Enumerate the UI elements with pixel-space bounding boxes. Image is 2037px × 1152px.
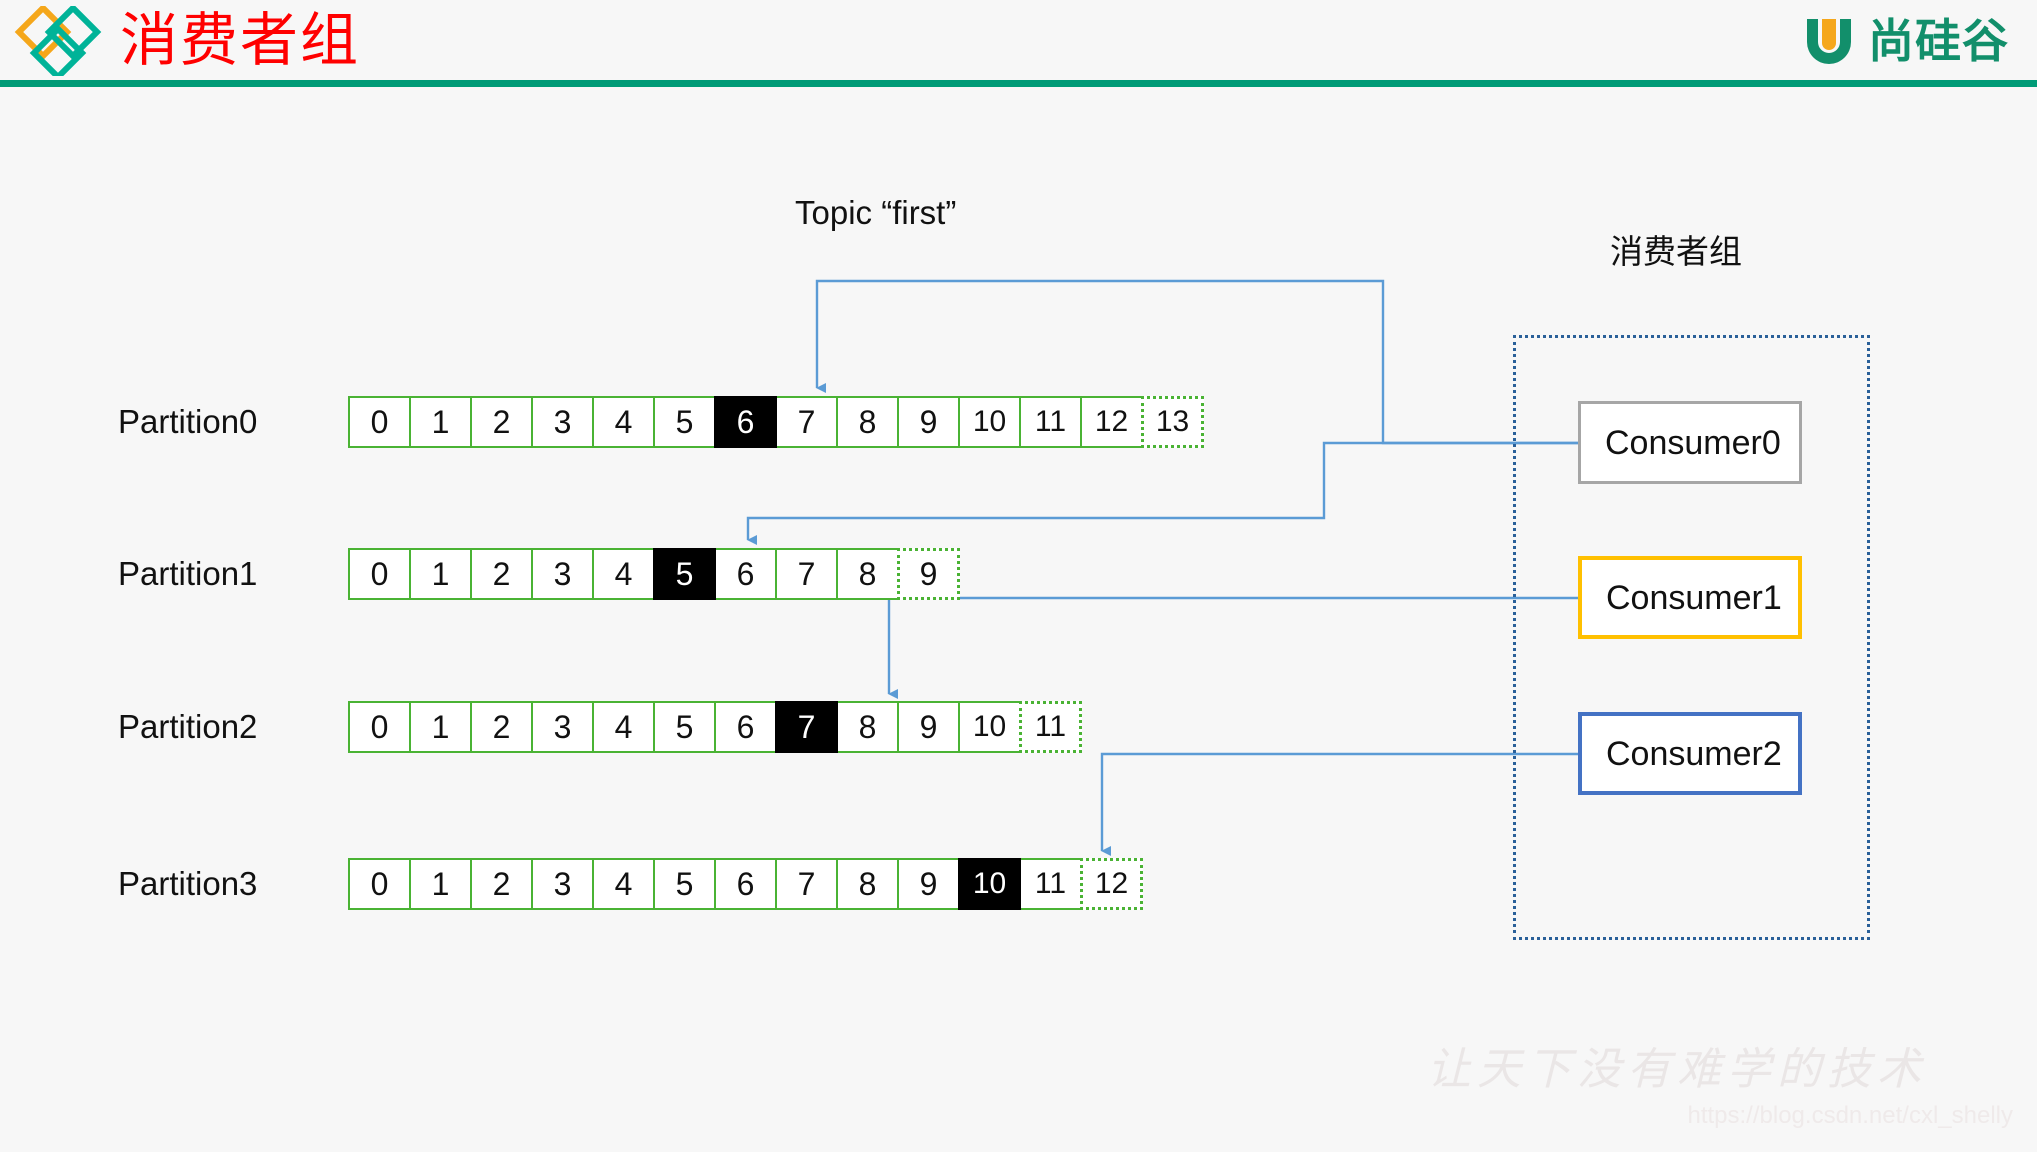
partition-cell: 4 — [592, 701, 655, 753]
partition-cell: 7 — [775, 396, 838, 448]
partition-cell: 9 — [897, 858, 960, 910]
partition-cell: 1 — [409, 548, 472, 600]
consumer-group-label: 消费者组 — [1610, 232, 1742, 271]
diamond-logo-icon — [14, 6, 102, 76]
wire-consumer2-to-partition3 — [1100, 752, 1578, 856]
partition-cell: 9 — [897, 701, 960, 753]
partition-cell: 4 — [592, 396, 655, 448]
partition-cell: 0 — [348, 548, 411, 600]
consumer-box-2[interactable]: Consumer2 — [1578, 712, 1802, 795]
topic-label: Topic “first” — [795, 194, 957, 231]
partition-cell: 5 — [653, 701, 716, 753]
partition-cell: 0 — [348, 858, 411, 910]
partition-cell: 13 — [1141, 396, 1204, 448]
partition-cell-current: 6 — [714, 396, 777, 448]
consumer-box-1[interactable]: Consumer1 — [1578, 556, 1802, 639]
partition-cell: 8 — [836, 548, 899, 600]
partition-cell: 10 — [958, 396, 1021, 448]
partition-cell: 5 — [653, 396, 716, 448]
partition-cell: 9 — [897, 396, 960, 448]
partition-cell: 1 — [409, 858, 472, 910]
partition-cell-current: 10 — [958, 858, 1021, 910]
partition-cell: 3 — [531, 396, 594, 448]
partition-cell: 11 — [1019, 701, 1082, 753]
partition-cell: 8 — [836, 396, 899, 448]
page-title: 消费者组 — [120, 6, 361, 74]
partition-cell: 1 — [409, 701, 472, 753]
partition-cell: 0 — [348, 396, 411, 448]
consumer-label: Consumer0 — [1605, 423, 1781, 462]
watermark-phrase: 让天下没有难学的技术 — [1427, 1044, 1927, 1095]
partition-cell: 4 — [592, 548, 655, 600]
consumer-group-container — [1513, 335, 1870, 940]
atguigu-logo: 尚硅谷 — [1802, 12, 2009, 70]
partition-cell: 9 — [897, 548, 960, 600]
partition-cell-current: 7 — [775, 701, 838, 753]
partition-cell: 12 — [1080, 396, 1143, 448]
partition-cell: 10 — [958, 701, 1021, 753]
partition-cell-current: 5 — [653, 548, 716, 600]
partition-cell: 4 — [592, 858, 655, 910]
partition-cell: 11 — [1019, 858, 1082, 910]
partition-name: Partition1 — [118, 555, 258, 592]
partition-cell: 6 — [714, 858, 777, 910]
wire-consumer0-to-partition1 — [746, 441, 1578, 545]
watermark-url: https://blog.csdn.net/cxl_shelly — [1687, 1102, 2013, 1129]
partition-cell: 5 — [653, 858, 716, 910]
consumer-label: Consumer1 — [1606, 578, 1782, 617]
page-header: 消费者组 尚硅谷 — [0, 0, 2037, 87]
partition-cell: 7 — [775, 858, 838, 910]
partition-cell: 2 — [470, 701, 533, 753]
partition-cell: 3 — [531, 548, 594, 600]
consumer-box-0[interactable]: Consumer0 — [1578, 401, 1802, 484]
partition-cell: 3 — [531, 858, 594, 910]
partition-cell: 12 — [1080, 858, 1143, 910]
consumer-label: Consumer2 — [1606, 734, 1782, 773]
partition-cell: 2 — [470, 396, 533, 448]
partition-cell: 3 — [531, 701, 594, 753]
partition-name: Partition2 — [118, 708, 258, 745]
partition-cell: 6 — [714, 548, 777, 600]
partition-cell: 8 — [836, 701, 899, 753]
partition-cell: 2 — [470, 858, 533, 910]
partition-cell: 2 — [470, 548, 533, 600]
atguigu-logo-text: 尚硅谷 — [1868, 14, 2009, 68]
partition-cell: 7 — [775, 548, 838, 600]
partition-cell: 0 — [348, 701, 411, 753]
atguigu-u-icon — [1807, 19, 1851, 64]
partition-cell: 1 — [409, 396, 472, 448]
partition-cell: 8 — [836, 858, 899, 910]
partition-name: Partition3 — [118, 865, 258, 902]
partition-cell: 6 — [714, 701, 777, 753]
wire-consumer1-to-partition2 — [887, 596, 1578, 699]
header-accent-rule — [0, 80, 2037, 87]
partition-name: Partition0 — [118, 403, 258, 440]
partition-cell: 11 — [1019, 396, 1082, 448]
